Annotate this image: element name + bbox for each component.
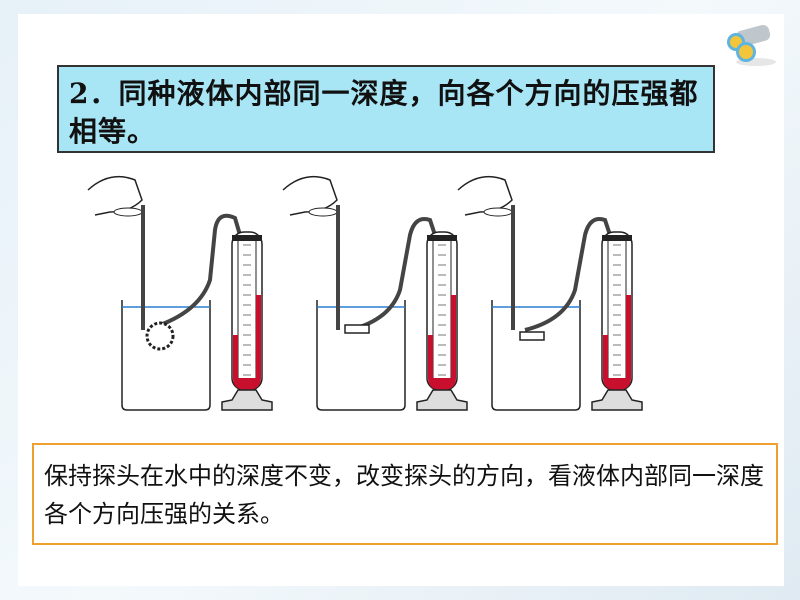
rubber-hose (524, 217, 612, 332)
tube-cap (427, 235, 457, 241)
beaker (491, 300, 581, 411)
probe-head (519, 331, 545, 341)
title-text: 同种液体内部同一深度，向各个方向的压强都相等。 (69, 77, 699, 148)
fingers (483, 207, 513, 217)
liquid-column (233, 295, 261, 390)
title-box: 2．同种液体内部同一深度，向各个方向的压强都相等。 (57, 65, 715, 153)
tube-cap (232, 235, 262, 241)
manometer-base (591, 389, 643, 411)
liquid-column (603, 295, 631, 390)
scale (607, 239, 627, 381)
binoculars-icon (727, 24, 776, 66)
experiment-illustration (87, 175, 643, 411)
scale (237, 239, 257, 381)
apparatus-1 (87, 175, 273, 411)
note-box: 保持探头在水中的深度不变，改变探头的方向，看液体内部同一深度各个方向压强的关系。 (32, 443, 778, 545)
manometer-base (416, 389, 468, 411)
apparatus-3 (457, 175, 643, 411)
probe-head (344, 324, 370, 334)
apparatus-2 (282, 175, 468, 411)
beaker (121, 300, 211, 411)
note-text: 保持探头在水中的深度不变，改变探头的方向，看液体内部同一深度各个方向压强的关系。 (44, 462, 764, 528)
manometer-base (221, 389, 273, 411)
scale (432, 239, 452, 381)
probe-head (145, 321, 175, 351)
liquid-column (428, 295, 456, 390)
fingers (113, 207, 143, 217)
fingers (308, 207, 338, 217)
rubber-hose (159, 213, 242, 327)
tube-cap (602, 235, 632, 241)
rubber-hose (349, 217, 437, 332)
title-number: 2． (69, 77, 119, 110)
beaker (316, 300, 406, 411)
